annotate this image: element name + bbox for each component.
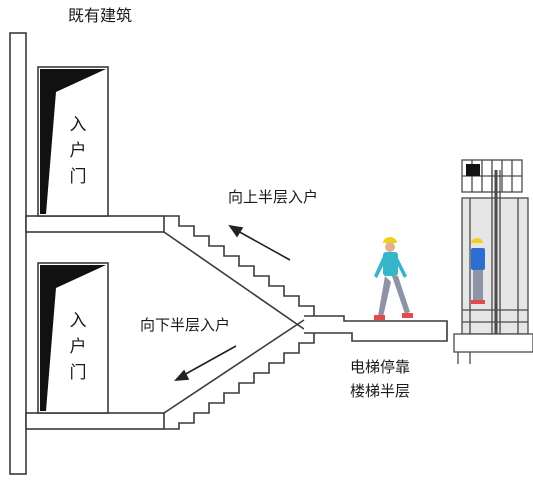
stair-underside-upper [163, 231, 305, 330]
stair-flight-lower [164, 333, 315, 430]
person-on-landing-icon [374, 237, 413, 320]
elevator-icon [453, 159, 533, 364]
door-upper [37, 66, 109, 217]
floor-slab-lower [25, 412, 165, 430]
stair-underside-lower [163, 319, 305, 414]
building-wall [9, 32, 27, 475]
arrow-down-icon [174, 345, 237, 381]
floor-slab-upper [25, 215, 165, 233]
stair-landing [304, 315, 448, 342]
arrow-up-icon [228, 224, 291, 261]
door-label-lower: 入户门 [69, 311, 87, 383]
stair-flight-upper [164, 215, 315, 316]
label-stair-half-level: 楼梯半层 [350, 382, 411, 400]
door-label-upper: 入户门 [69, 115, 87, 187]
door-lower [37, 262, 109, 414]
title-existing-building: 既有建筑 [68, 6, 133, 25]
label-up-entry: 向上半层入户 [228, 188, 319, 206]
label-down-entry: 向下半层入户 [140, 316, 231, 334]
label-elevator-stop: 电梯停靠 [350, 358, 411, 376]
